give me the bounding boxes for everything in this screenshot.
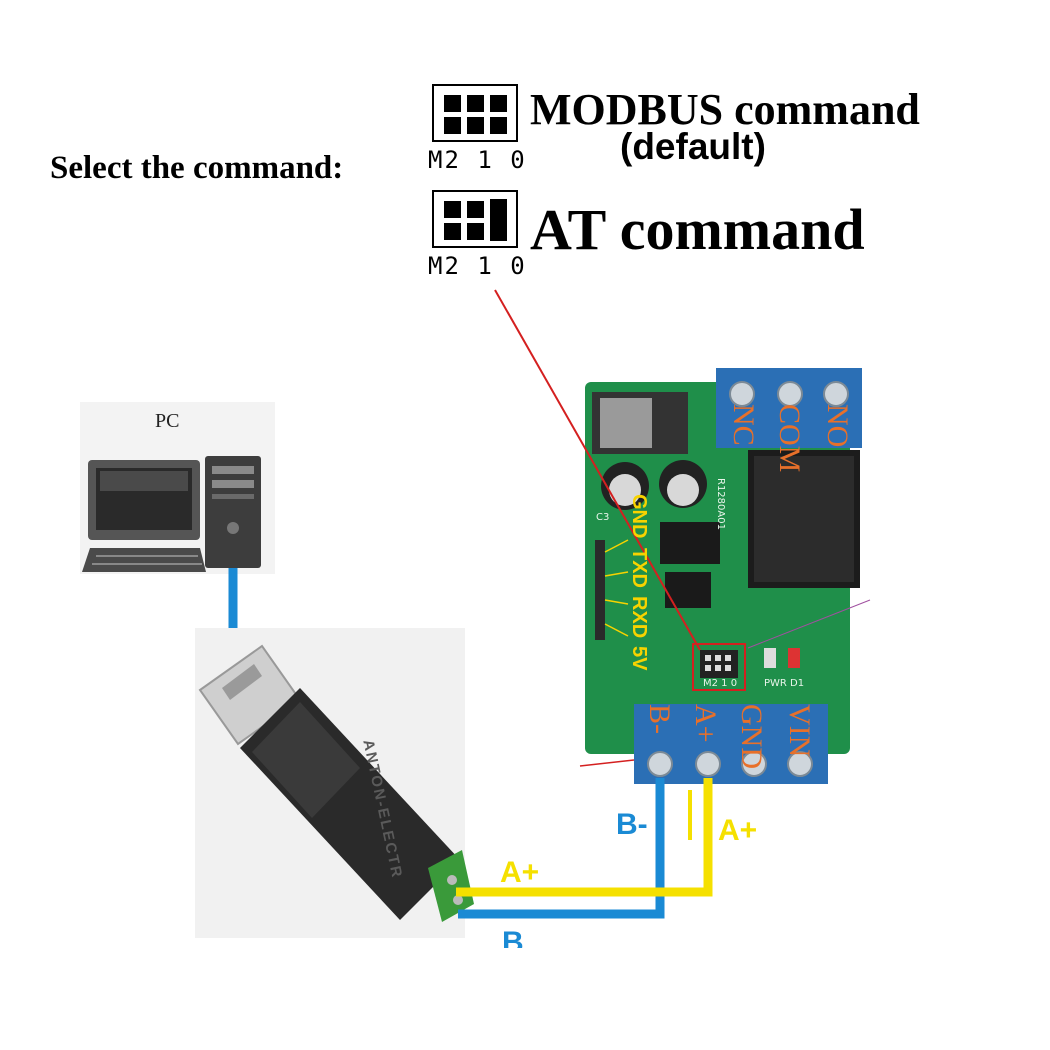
usb-terminal: [428, 850, 474, 922]
led-label-d1: D1: [790, 678, 805, 689]
b-minus-wire: [458, 778, 665, 919]
pointer-line: [494, 289, 701, 651]
at-pin-label: M2 1 0: [428, 252, 527, 280]
aux-line: [747, 599, 871, 649]
at-command-label: AT command: [530, 197, 865, 262]
terminal-label-gnd: GND: [735, 704, 768, 769]
terminal-label-nc: NC: [727, 404, 760, 446]
default-label: (default): [620, 126, 766, 167]
uart-header: [595, 540, 605, 640]
ic-chip: [660, 522, 720, 564]
uart-label-txd: TXD: [628, 548, 650, 588]
uart-leaders: [604, 539, 629, 637]
uart-label-5v: 5V: [628, 646, 650, 671]
a-plus-wire: [456, 778, 713, 897]
select-command-label: Select the command:: [50, 150, 344, 186]
uart-label-gnd: GND: [628, 494, 650, 539]
wire-label-b-minus: B-: [616, 808, 648, 841]
terminal-label-a-plus: A+: [689, 704, 722, 743]
wire-label-b-bottom: B: [502, 926, 524, 948]
terminal-label-b-minus: B-: [643, 704, 676, 734]
board-jumper-silk: M2 1 0: [703, 678, 738, 689]
modbus-command-label: MODBUS command: [530, 85, 920, 134]
usb-adapter: [195, 628, 474, 938]
board-model-label: R1280A01: [715, 478, 726, 530]
at-jumper-icon: [432, 190, 518, 248]
jumper-highlight: [692, 643, 746, 691]
modbus-jumper-icon: [432, 84, 518, 142]
terminal-label-com: COM: [773, 404, 806, 473]
cap-label: C3: [596, 512, 610, 523]
terminal-label-no: NO: [821, 404, 854, 448]
pc-label: PC: [155, 410, 180, 432]
relay-board: [585, 368, 862, 784]
pc-illustration: [80, 402, 275, 574]
wire-label-a-plus-top: A+: [718, 814, 758, 847]
pwr-led-icon: [764, 648, 776, 668]
board-jumper: [700, 650, 738, 678]
terminal-label-vin: VIN: [783, 704, 816, 758]
keyboard-icon: [82, 548, 206, 572]
modbus-pin-label: M2 1 0: [428, 146, 527, 174]
led-label-pwr: PWR: [764, 678, 787, 689]
wire-label-a-plus-bottom: A+: [500, 856, 540, 889]
uart-label-rxd: RXD: [628, 596, 650, 639]
